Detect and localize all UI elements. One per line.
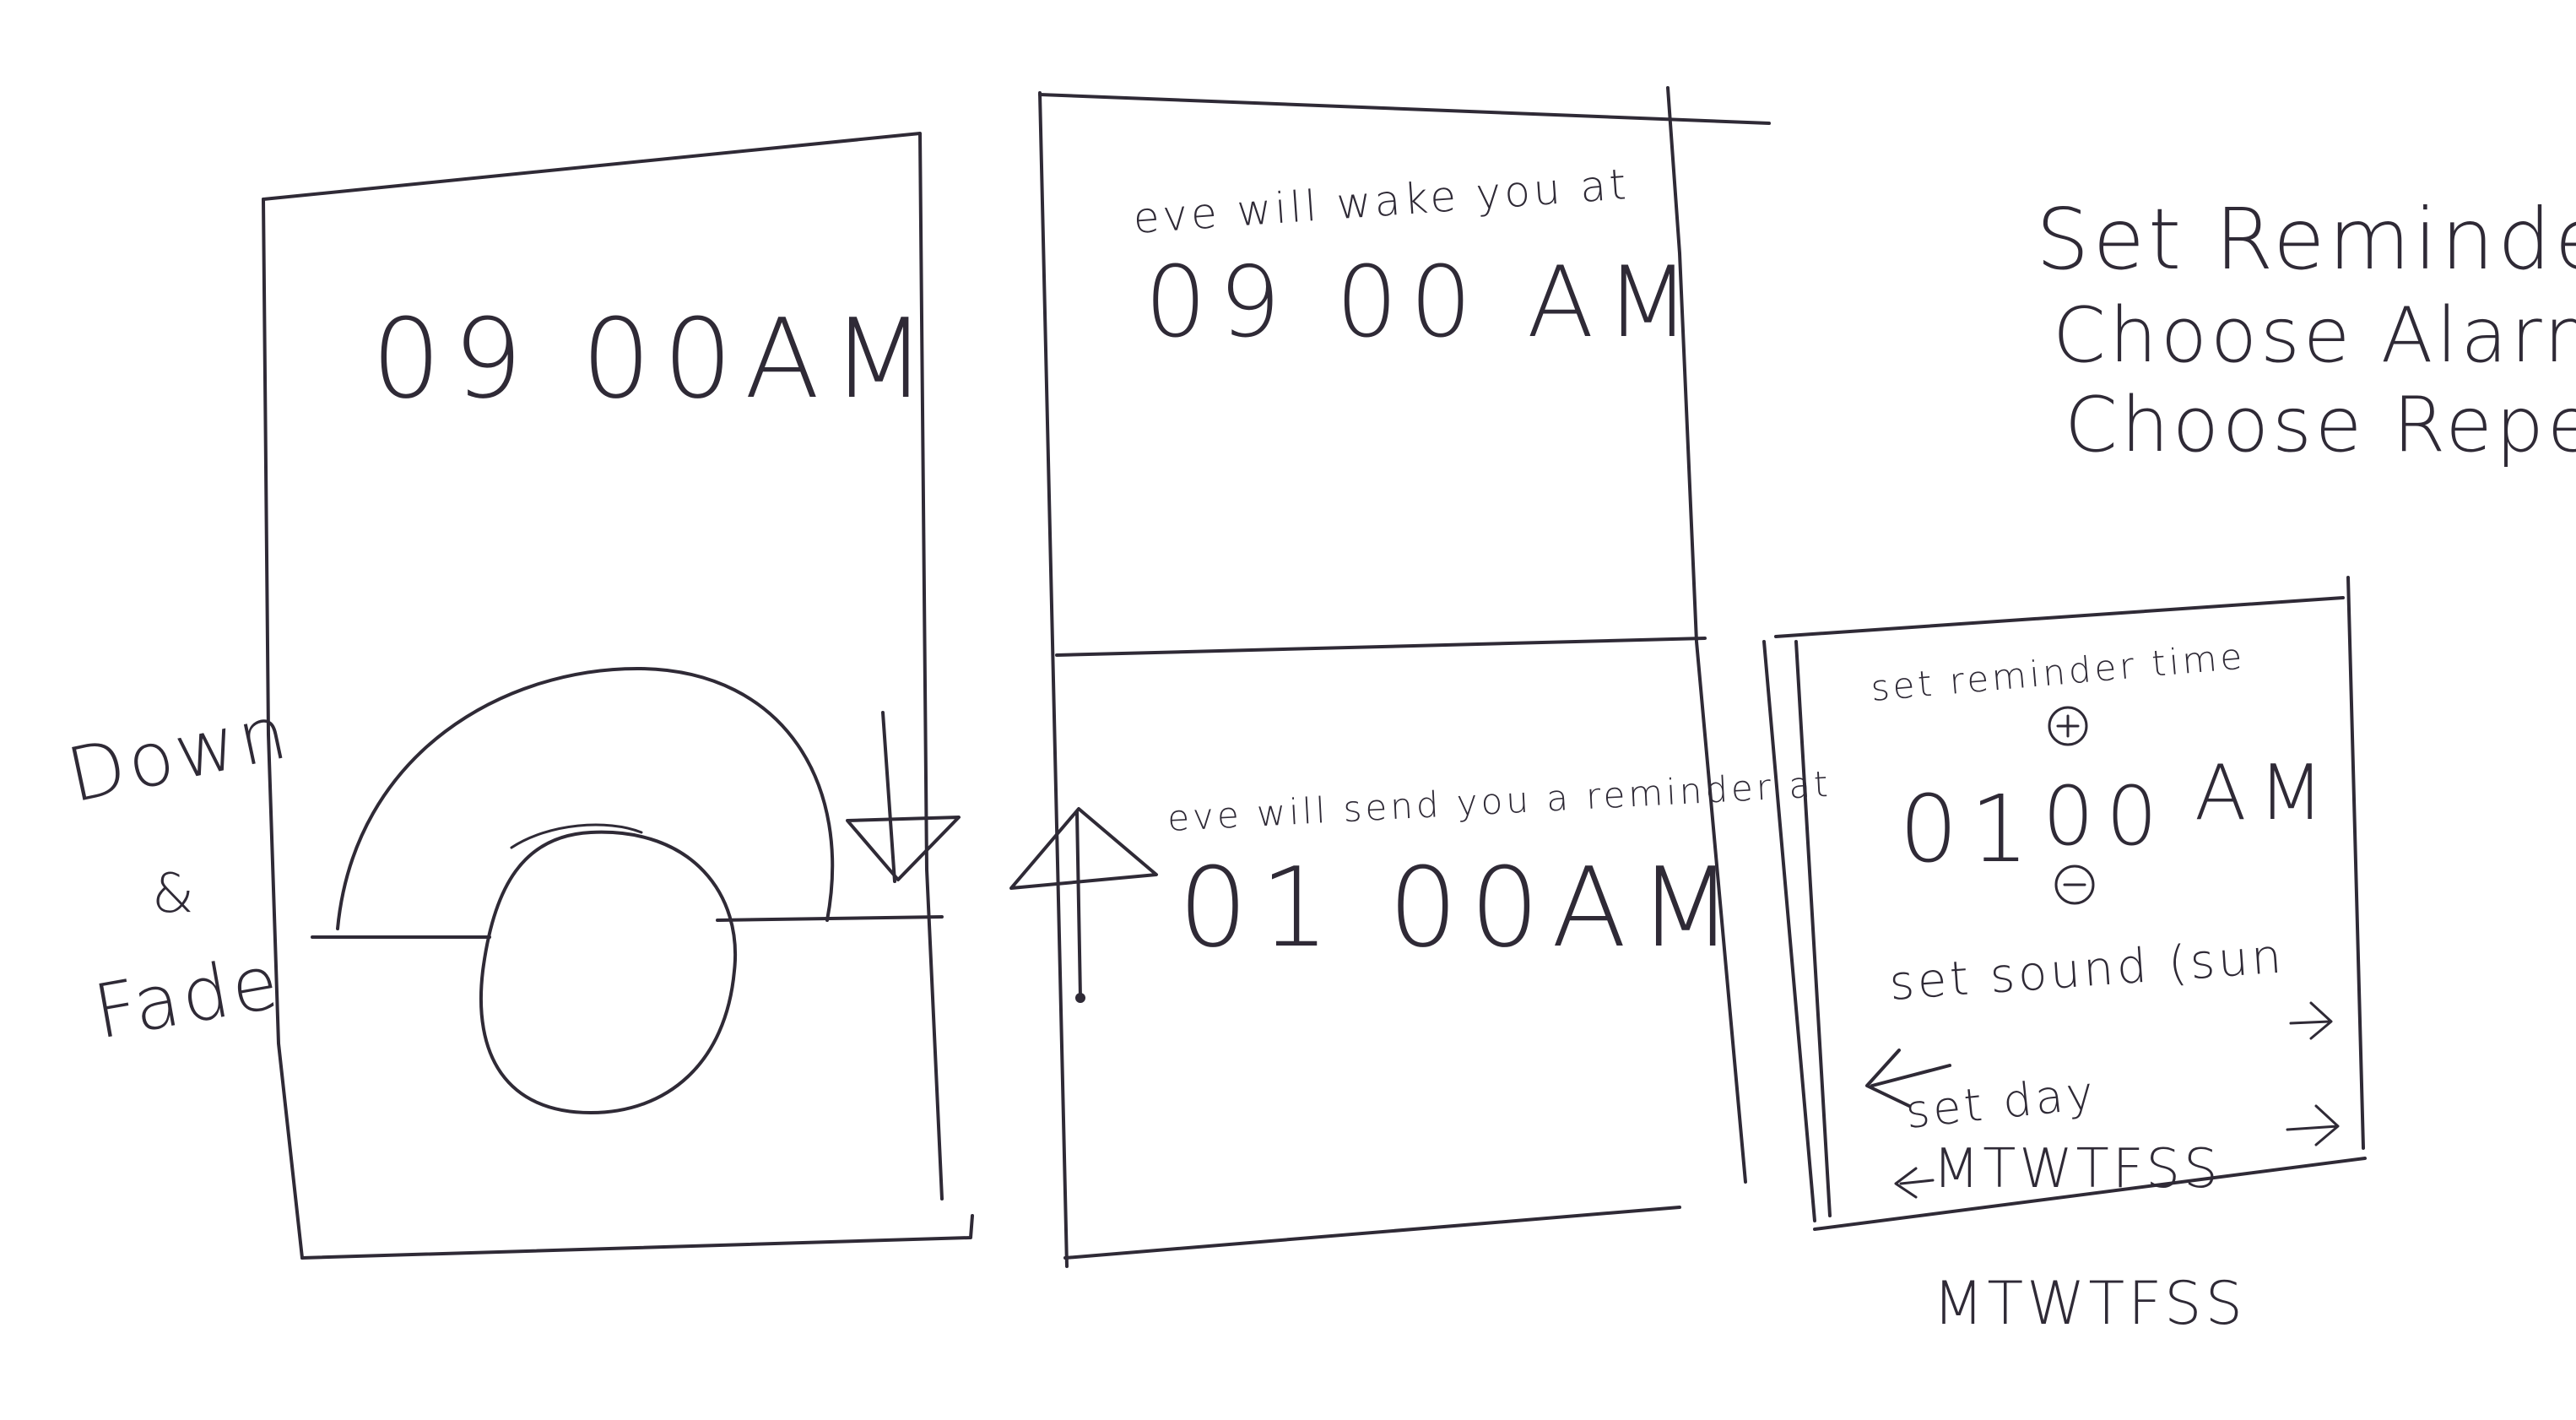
arrow-tail-dot — [1075, 993, 1085, 1003]
note-choose-alarm: Choose Alarm — [2053, 291, 2576, 380]
note-set-reminder: Set Reminder time — [2036, 190, 2576, 289]
set-sound-label: set sound (sun — [1887, 929, 2286, 1011]
days-next-arrow-icon[interactable] — [2286, 1104, 2340, 1146]
down-arrow-icon — [846, 711, 961, 883]
days-below-frame: MTWTFSS — [1933, 1269, 2246, 1338]
remind-caption: eve will send you a reminder at — [1166, 763, 1832, 839]
screen-1-time: 09 00AM — [371, 295, 938, 423]
day-prev-arrow-icon[interactable] — [1865, 1049, 1951, 1108]
feature-notes: Set Reminder time Choose Alarm Choose Re… — [2036, 190, 2576, 469]
minus-icon[interactable] — [2054, 864, 2095, 905]
screen-2-frame — [1038, 86, 1771, 1268]
wake-time: 09 00 AM — [1145, 246, 1702, 360]
up-arrow-icon — [1009, 807, 1158, 1003]
days-prev-arrow-icon[interactable] — [1894, 1167, 1935, 1199]
sound-next-arrow-icon[interactable] — [2289, 1001, 2333, 1040]
screen-3-frame — [1762, 576, 2367, 1231]
wake-caption: eve will wake you at — [1132, 160, 1631, 243]
remind-time: 01 00AM — [1178, 843, 1745, 972]
down-and-fade-note: Down & Fade — [60, 688, 297, 1056]
note-choose-repeat: Choose Repeat — [2065, 381, 2576, 469]
reminder-minute[interactable]: 00 — [2043, 769, 2169, 864]
screen-1-frame — [262, 132, 974, 1260]
set-day-label: set day — [1903, 1066, 2099, 1139]
plus-icon[interactable] — [2048, 706, 2088, 746]
reminder-ampm[interactable]: AM — [2194, 749, 2335, 837]
sun-illustration — [311, 666, 944, 1114]
days-inline[interactable]: MTWTFSS — [1933, 1138, 2222, 1200]
reminder-hour[interactable]: 01 — [1899, 775, 2041, 883]
note-down: Down — [60, 688, 297, 820]
note-fade: Fade — [88, 938, 288, 1056]
set-reminder-label: set reminder time — [1870, 635, 2248, 709]
note-ampersand: & — [152, 863, 198, 925]
